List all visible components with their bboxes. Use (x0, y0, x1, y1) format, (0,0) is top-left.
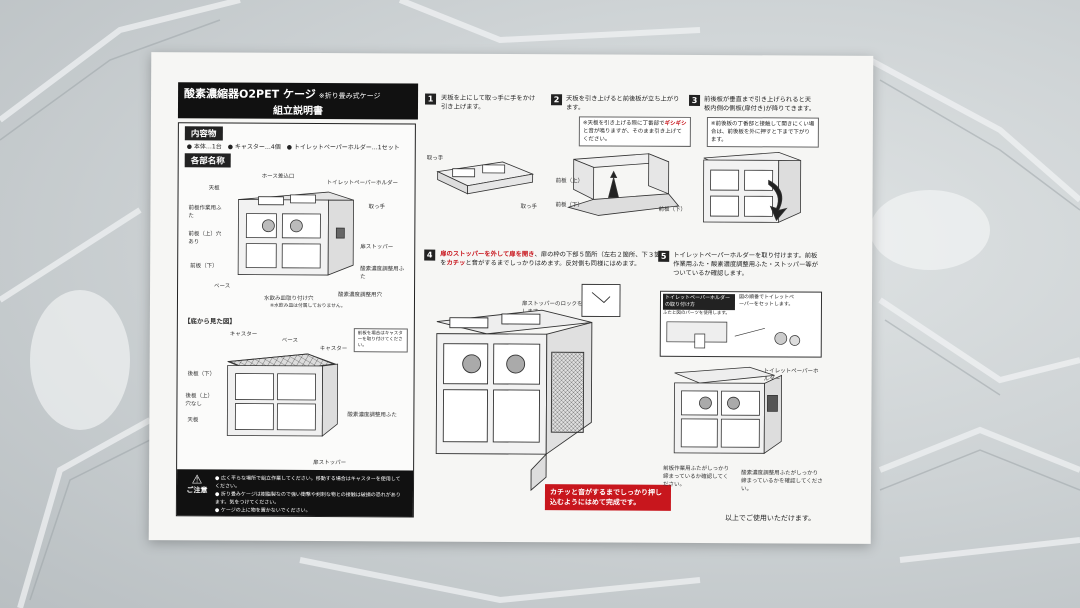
part-label-handle: 取っ手 (368, 204, 386, 211)
bottom-view-heading: 【底から見た図】 (183, 317, 236, 326)
step-2-note: ※天板を引き上げる際に丁番部でギシギシと音が鳴りますが、そのまま引き上げてくださ… (578, 116, 691, 147)
contents-heading: 内容物 (184, 126, 223, 141)
step-2-label-front-lower: 前板（下） (555, 202, 584, 209)
left-panel: 内容物 ● 本体…1台 ● キャスター…4個 ● トイレットペーパーホルダー…1… (175, 122, 416, 518)
step-1-label-handle: 取っ手 (426, 155, 444, 162)
bottom-label-caster-2: キャスター (319, 345, 348, 353)
bottom-caster-note: 前板を場合はキャスターを取り付けてください。 (353, 328, 408, 353)
holder-parts-diagram (666, 321, 801, 349)
step-2-number: 2 (551, 94, 563, 106)
step-3-note: ※前後板の丁番部と接触して開きにくい場合は、前後板を外に押すと下まで下がります。 (706, 117, 819, 148)
step-4-completion-callout: カチッと音がするまでしっかり押し込むようにはめて完成です。 (544, 484, 672, 511)
caution-item: ● ケージの上に物を置かないでください。 (214, 507, 311, 514)
warning-icon: ⚠ (191, 472, 203, 487)
bottom-label-base: ベース (281, 337, 299, 344)
step-1-diagram (436, 161, 535, 195)
part-label-front-lower: 前板（下） (190, 263, 218, 270)
step-2-label-front-lower-2: 前板（下） (658, 206, 686, 213)
bottom-label-top-panel: 天板 (187, 417, 199, 424)
step-5-sub-text-2: ふたと図のパーツを使用します。 (662, 310, 730, 317)
title-block: 酸素濃縮器O2PET ケージ※折り畳み式ケージ 組立説明書 (177, 82, 419, 120)
step-3-diagram (702, 151, 802, 224)
part-label-top-panel: 天板 (208, 185, 220, 192)
part-label-water-note: ※水飲み皿は付属しておりません。 (269, 303, 346, 310)
step-1-number: 1 (425, 93, 437, 105)
caution-item: ● 折り畳みケージは樹脂製なので強い衝撃や剣刺な物との接触は破損の恐れがあります… (214, 491, 401, 506)
step-5-holder-instructions: トイレットペーパーホルダーの取り付け方 図の順番でトイレットペーパーをセットしま… (659, 290, 823, 358)
bottom-view-diagram (226, 353, 339, 437)
step-3-text: 前後板が垂直まで引き上げられると天板内側の側板(扉付き)が降りてきます。 (703, 96, 816, 113)
parts-diagram (237, 191, 354, 276)
step-5-sub-heading: トイレットペーパーホルダーの取り付け方 (662, 293, 736, 311)
part-label-front-upper: 前板（上）穴あり (188, 231, 222, 246)
title-note: ※折り畳み式ケージ (318, 91, 381, 101)
step-4-number: 4 (424, 249, 436, 261)
step-5-sub-text: 図の順番でトイレットペーパーをセットします。 (738, 294, 795, 308)
bottom-label-oxygen-lid: 酸素濃度調整用ふた (347, 412, 397, 419)
part-label-base: ベース (214, 283, 231, 290)
step-1-text: 天板を上にして取っ手に手をかけ引き上げます。 (440, 94, 536, 111)
step-5-text: トイレットペーパーホルダーを取り付けます。前板作業用ふた・酸素濃度調整用ふた・ス… (673, 251, 819, 278)
part-label-front-lid: 前板作業用ふた (188, 205, 222, 220)
step-4-text: 扉のストッパーを外して扉を開き、扉の枠の下部５箇所（左右２箇所、下３箇所）をカチ… (440, 250, 670, 268)
step-4-diagram (435, 283, 621, 492)
step-5-number: 5 (658, 250, 670, 262)
step-1-label-handle-2: 取っ手 (520, 204, 538, 211)
caution-box: ⚠ ご注意 ● 広く平らな場所で組立作業してください。移動する場合はキャスターを… (176, 469, 414, 517)
part-label-water-hole: 水飲み皿取り付け穴 (263, 295, 314, 302)
closing-text: 以上でご使用いただけます。 (724, 514, 816, 523)
bottom-label-back-upper: 後板（上）穴なし (185, 393, 214, 408)
bottom-label-back-lower: 後板（下） (187, 371, 216, 378)
contents-list: ● 本体…1台 ● キャスター…4個 ● トイレットペーパーホルダー…1セット (186, 143, 400, 152)
part-label-oxygen-hole: 酸素濃度調整用穴 (337, 292, 383, 299)
step-5-label-oxygen-lid: 酸素濃度調整用ふたがしっかり締まっているかを確認してください。 (740, 470, 823, 493)
part-label-tp-holder: トイレットペーパーホルダー (326, 180, 399, 187)
part-label-hose-port: ホース差込口 (261, 173, 295, 180)
bottom-label-caster-1: キャスター (229, 331, 258, 338)
step-2-label-front-upper: 前板（上） (555, 178, 584, 185)
step-2-diagram (567, 153, 680, 216)
caution-list: ● 広く平らな場所で組立作業してください。移動する場合はキャスターを使用してくだ… (215, 474, 405, 515)
parts-heading: 各部名称 (184, 153, 231, 168)
document-subtitle: 組立説明書 (272, 105, 324, 118)
instruction-sheet: 酸素濃縮器O2PET ケージ※折り畳み式ケージ 組立説明書 内容物 ● 本体…1… (148, 52, 874, 544)
step-5-diagram (673, 366, 783, 455)
part-label-oxygen-lid: 酸素濃度調整用ふた (360, 266, 405, 281)
step-5-label-holder: トイレットペーパーホルダー (763, 368, 819, 383)
caution-heading: ⚠ ご注意 (182, 472, 212, 495)
caution-item: ● 広く平らな場所で組立作業してください。移動する場合はキャスターを使用してくだ… (214, 475, 401, 490)
part-label-door-stopper: 扉ストッパー (360, 244, 394, 251)
step-2-text: 天板を引き上げると前後板が立ち上がります。 (565, 95, 680, 112)
bottom-label-door-stopper: 扉ストッパー (313, 459, 347, 467)
step-3-number: 3 (689, 94, 701, 106)
document-title: 酸素濃縮器O2PET ケージ※折り畳み式ケージ (184, 87, 381, 101)
step-5-label-front-lid: 前板作業用ふたがしっかり締まっているか確認してください。 (663, 465, 730, 488)
